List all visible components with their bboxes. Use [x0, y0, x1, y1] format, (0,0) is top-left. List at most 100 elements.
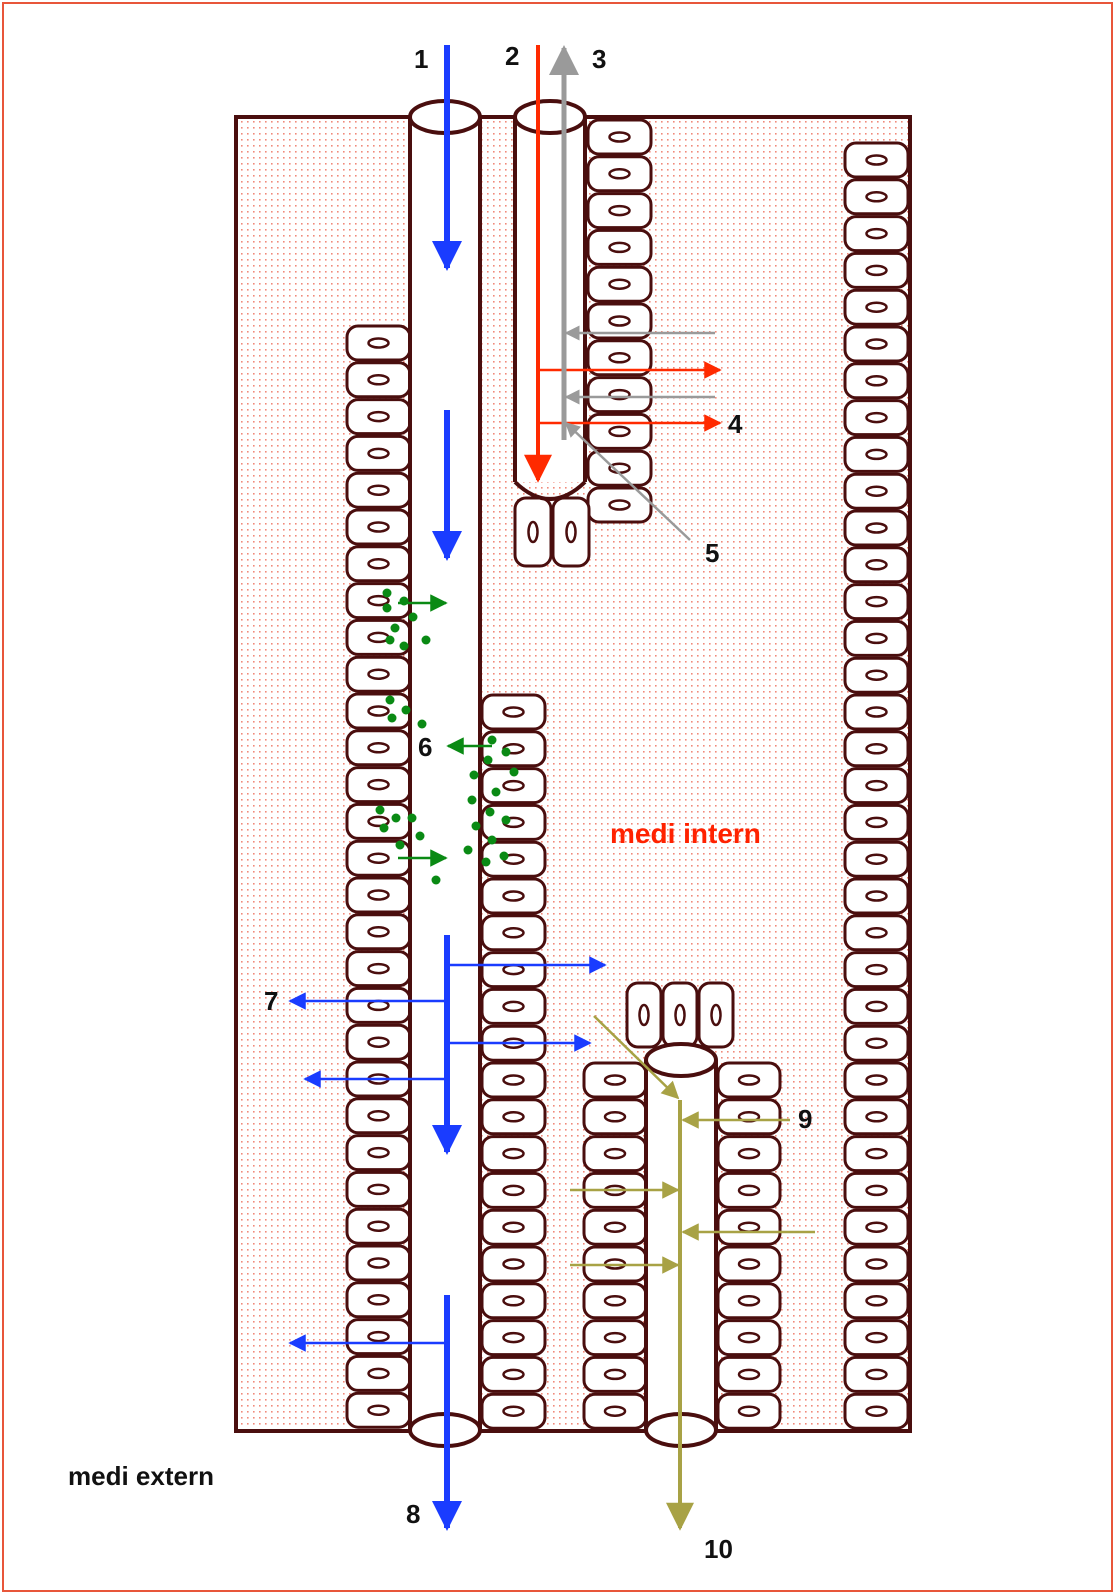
right-edge-cell [843, 914, 910, 952]
main-tubule-right-cell [480, 1171, 547, 1209]
green-particle [509, 767, 519, 777]
right-edge-cell [843, 583, 910, 621]
main-tubule-left-cell [345, 1023, 412, 1061]
green-particle [491, 787, 501, 797]
right-edge-cell [843, 1319, 910, 1357]
main-tubule-left-cell [345, 324, 412, 362]
label-1: 1 [414, 44, 428, 74]
main-tubule-right-cell [480, 877, 547, 915]
right-edge-cell [843, 1061, 910, 1099]
upper-tubule-right-cell [586, 302, 653, 340]
collecting-right-cell [716, 1171, 782, 1209]
green-particle [382, 603, 392, 613]
right-edge-cell [843, 1024, 910, 1062]
green-particle [401, 705, 411, 715]
main-tubule-left-cell [345, 766, 412, 804]
main-tubule-right-cell [480, 951, 547, 989]
green-particle [408, 612, 418, 622]
green-particle [487, 835, 497, 845]
upper-tubule-right-cell [586, 486, 653, 524]
right-edge-cell [843, 877, 910, 915]
collecting-left-cell [582, 1208, 648, 1246]
right-edge-cell [843, 178, 910, 216]
right-edge-cell [843, 1208, 910, 1246]
gray-entry-arrow-3 [564, 421, 691, 541]
main-tubule-left-cell [345, 508, 412, 546]
collecting-right-cell [716, 1282, 782, 1320]
green-particle [385, 635, 395, 645]
main-tubule-left-cell [345, 950, 412, 988]
main-tubule-right-cell [480, 1245, 547, 1283]
epithelial-cells [345, 118, 910, 1430]
green-particle [391, 813, 401, 823]
right-edge-cell [843, 472, 910, 510]
label-7: 7 [264, 986, 278, 1016]
upper-tubule-right-cell [586, 376, 653, 414]
right-edge-cell [843, 546, 910, 584]
olive-entry-arrow-1 [593, 1015, 680, 1100]
right-edge-cell [843, 509, 910, 547]
upper-tubule-right-cell [586, 412, 653, 450]
main-tubule-right-cell [480, 693, 547, 731]
right-edge-cell [843, 951, 910, 989]
main-tubule-right-cell [480, 1355, 547, 1393]
label-2: 2 [505, 41, 519, 71]
main-tubule-left-cell [345, 1281, 412, 1319]
green-particle [395, 840, 405, 850]
region-label-inner: medi intern [610, 818, 761, 849]
right-edge-cell [843, 288, 910, 326]
upper-tubule [513, 99, 587, 501]
right-edge-cell [843, 730, 910, 768]
main-tubule-left-cell [345, 471, 412, 509]
green-particle [415, 831, 425, 841]
label-6: 6 [418, 732, 432, 762]
main-tubule-right-cell [480, 840, 547, 878]
green-particle [501, 747, 511, 757]
flow-arrows [288, 45, 815, 1531]
upper-tubule-right-cell [586, 155, 653, 193]
green-particle [417, 719, 427, 729]
green-particle [487, 735, 497, 745]
green-particle [399, 641, 409, 651]
collecting-cap-cell [697, 981, 735, 1049]
green-particle [421, 635, 431, 645]
main-tubule-left-cell [345, 913, 412, 951]
main-tubule-left-cell [345, 398, 412, 436]
main-tubule-right-cell [480, 1135, 547, 1173]
main-tubule-left-cell [345, 876, 412, 914]
main-tubule-right-cell [480, 1061, 547, 1099]
right-edge-cell [843, 1098, 910, 1136]
green-particle [501, 815, 511, 825]
right-edge-cell [843, 1355, 910, 1393]
region-label-outer: medi extern [68, 1461, 214, 1491]
main-tubule-right-cell [480, 1282, 547, 1320]
collecting-right-cell [716, 1392, 782, 1430]
collecting-left-cell [582, 1392, 648, 1430]
main-tubule-right-cell [480, 1392, 547, 1430]
green-particle [499, 851, 509, 861]
main-tubule-left-cell [345, 361, 412, 399]
upper-tubule-cap-cell [513, 496, 553, 568]
collecting-right-cell [716, 1135, 782, 1173]
right-edge-cell [843, 325, 910, 363]
collecting-right-cell [716, 1061, 782, 1099]
green-particle [385, 695, 395, 705]
right-edge-cell [843, 803, 910, 841]
green-particle [471, 821, 481, 831]
main-tubule-left-cell [345, 1134, 412, 1172]
green-particle [463, 845, 473, 855]
main-tubule-left-cell [345, 729, 412, 767]
right-edge-cell [843, 1135, 910, 1173]
collecting-left-cell [582, 1135, 648, 1173]
main-tubule-right-cell [480, 1208, 547, 1246]
tubules [408, 99, 718, 1448]
main-tubule-left-cell [345, 1244, 412, 1282]
green-particle [485, 807, 495, 817]
upper-tubule-right-cell [586, 265, 653, 303]
upper-tubule-cap-cell [551, 496, 591, 568]
main-tubule-right-cell [480, 987, 547, 1025]
main-tubule-left-cell [345, 582, 412, 620]
collecting-left-cell [582, 1319, 648, 1357]
collecting-left-cell [582, 1061, 648, 1099]
